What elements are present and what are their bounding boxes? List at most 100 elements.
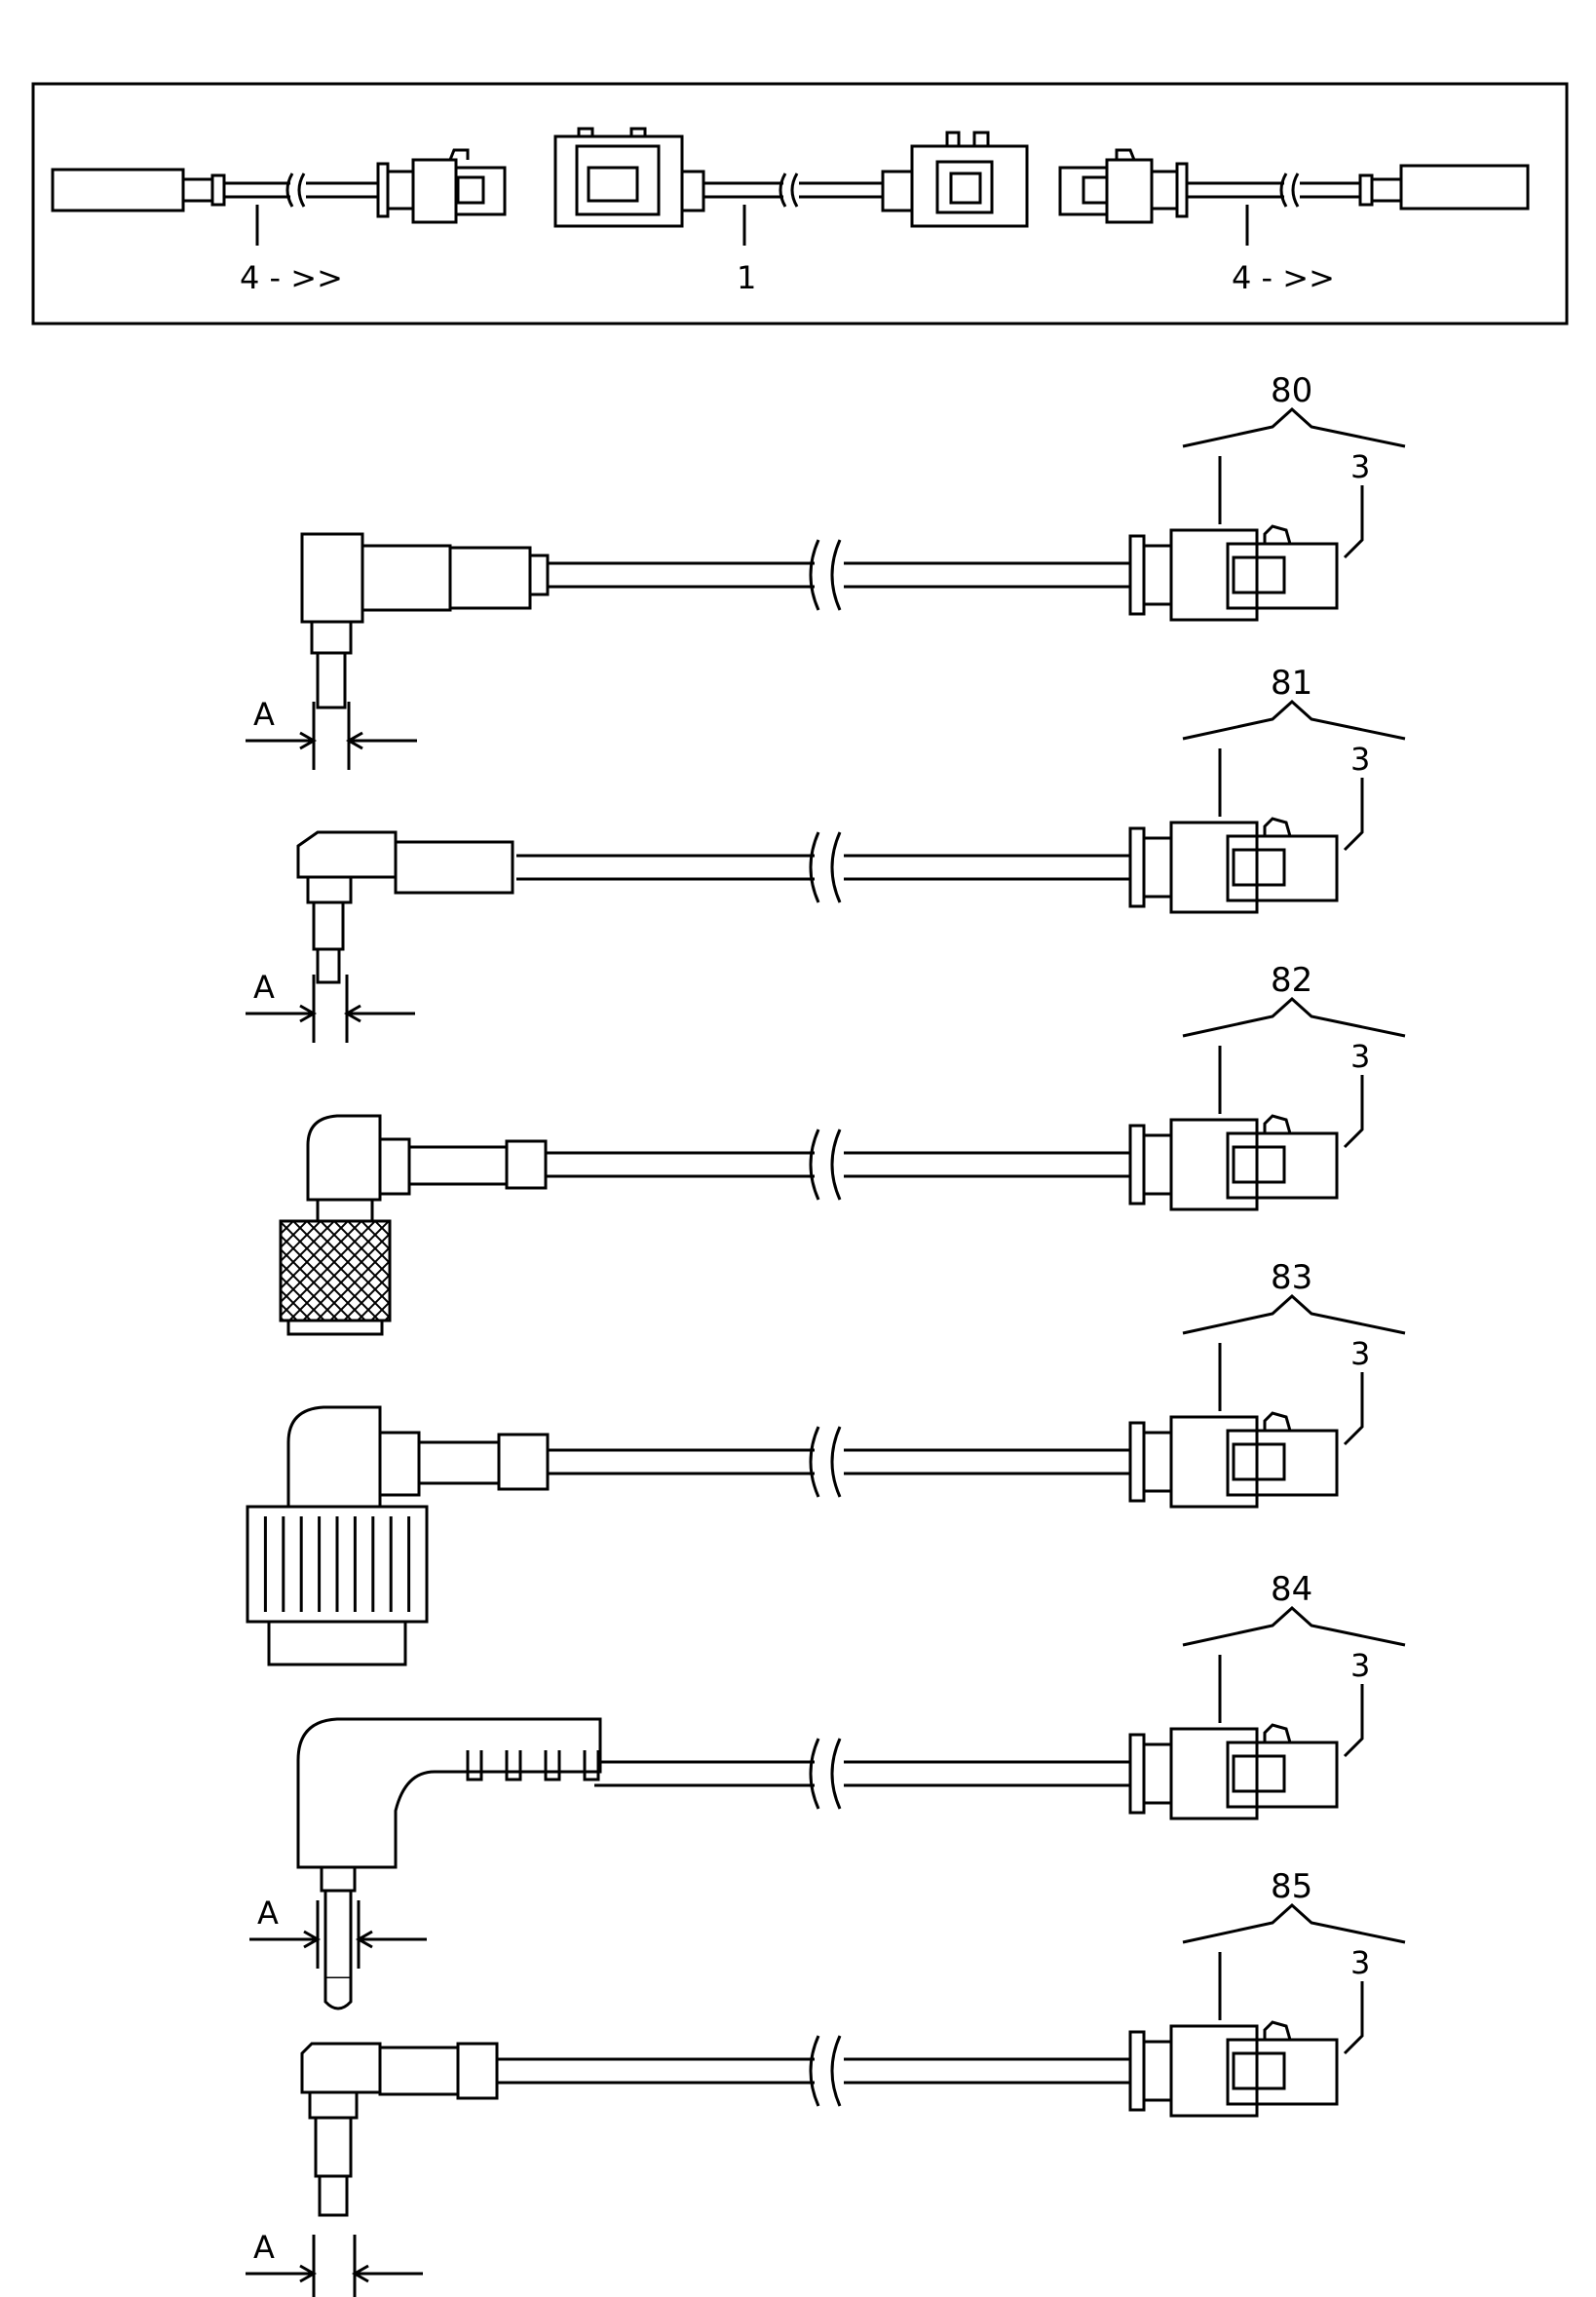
overview-right-cable xyxy=(1058,148,1530,224)
overview-panel xyxy=(31,82,1569,325)
sub-part-label: 3 xyxy=(1350,741,1370,778)
connector-latch xyxy=(1263,2020,1292,2041)
plug-sleeve xyxy=(361,544,452,612)
connector-window xyxy=(1232,848,1286,887)
plug-angle-body xyxy=(300,532,364,624)
overview-label-center: 1 xyxy=(737,259,756,296)
sub-part-label: 3 xyxy=(1350,1335,1370,1372)
plug-ferrule xyxy=(505,1139,548,1190)
cable-assembly-80: 80 3A xyxy=(246,371,1406,770)
connector-collar xyxy=(1142,836,1173,899)
plug-angle-body xyxy=(300,2042,382,2094)
cable-break-symbol xyxy=(809,2035,842,2107)
dimension-arrow xyxy=(246,1004,318,1023)
ribbed-nut-base xyxy=(267,1620,407,1666)
connector-window xyxy=(1232,2051,1286,2090)
dimension-arrow xyxy=(249,1930,322,1949)
plug-pin-tip xyxy=(316,947,341,984)
cable-break-symbol xyxy=(809,1129,842,1201)
connector-flange xyxy=(1128,1733,1146,1815)
cable-break-symbol xyxy=(809,1738,842,1810)
dimension-arrow xyxy=(246,731,318,750)
connector-window xyxy=(1232,1145,1286,1184)
part-number-label: 84 xyxy=(1271,1570,1312,1609)
connector-latch xyxy=(1263,1411,1292,1432)
jack-pin xyxy=(323,1889,353,1980)
plug-collar xyxy=(378,1431,421,1497)
callout-bracket xyxy=(1182,996,1406,1038)
sub-part-label: 3 xyxy=(1350,448,1370,485)
callout-leader-sub xyxy=(1343,778,1364,852)
knurled-nut xyxy=(279,1219,392,1322)
sub-part-label: 3 xyxy=(1350,1038,1370,1075)
plug-ferrule xyxy=(448,546,532,610)
overview-center-cable xyxy=(703,172,883,208)
dimension-arrow xyxy=(355,1930,427,1949)
sub-part-label: 3 xyxy=(1350,1647,1370,1684)
plug-pin xyxy=(312,900,345,951)
plug-neck xyxy=(316,1198,374,1223)
connector-latch xyxy=(1263,817,1292,837)
dimension-arrow xyxy=(246,2264,318,2283)
part-number-label: 80 xyxy=(1271,371,1312,410)
part-number-label: 82 xyxy=(1271,961,1312,1000)
dimension-label: A xyxy=(253,969,275,1006)
jack-strain-relief-slot xyxy=(505,1750,522,1781)
plug-sleeve xyxy=(407,1145,509,1186)
plug-ferrule xyxy=(456,2042,499,2100)
plug-sleeve xyxy=(394,840,514,895)
connector-collar xyxy=(1142,1742,1173,1805)
callout-bracket xyxy=(1182,406,1406,448)
connector-collar xyxy=(1142,2040,1173,2102)
connector-collar xyxy=(1142,544,1173,606)
callout-leader-sub xyxy=(1343,1075,1364,1149)
jack-strain-relief-slot xyxy=(544,1750,561,1781)
callout-leader-sub xyxy=(1343,1372,1364,1446)
plug-pin-collar xyxy=(310,620,353,655)
part-number-label: 85 xyxy=(1271,1867,1312,1906)
dimension-arrow xyxy=(343,1004,415,1023)
cable-assembly-83: 83 3 xyxy=(246,1258,1406,1666)
cable-assembly-82: 82 3 xyxy=(279,961,1406,1336)
cable-break-symbol xyxy=(809,831,842,903)
callout-bracket xyxy=(1182,1293,1406,1335)
connector-window xyxy=(1232,555,1286,594)
plug-angle-body xyxy=(306,1114,382,1202)
dimension-label: A xyxy=(253,2229,275,2266)
plug-pin-collar xyxy=(308,2090,359,2120)
overview-coupler-left xyxy=(553,127,705,228)
overview-frame xyxy=(31,82,1569,325)
dimension-label: A xyxy=(257,1895,279,1932)
plug-pin xyxy=(314,2116,353,2178)
knurled-nut-base xyxy=(286,1319,384,1336)
jack-tip xyxy=(323,1978,353,2010)
connector-latch xyxy=(1263,1723,1292,1743)
connector-collar xyxy=(1142,1431,1173,1493)
callout-bracket xyxy=(1182,699,1406,741)
connector-window xyxy=(1232,1754,1286,1793)
jack-body xyxy=(296,1717,602,1869)
overview-left-cable xyxy=(51,148,507,224)
callout-leader-sub xyxy=(1343,1981,1364,2055)
part-number-label: 81 xyxy=(1271,664,1312,703)
plug-pin-tip xyxy=(318,2174,349,2217)
sub-part-label: 3 xyxy=(1350,1944,1370,1981)
dimension-label: A xyxy=(253,696,275,733)
overview-label-right: 4 - >> xyxy=(1232,259,1335,296)
jack-collar xyxy=(320,1865,357,1893)
plug-ferrule xyxy=(497,1433,550,1491)
connector-window xyxy=(1232,1442,1286,1481)
cable-break-symbol xyxy=(809,539,842,611)
connector-collar xyxy=(1142,1133,1173,1196)
plug-collar xyxy=(378,1137,411,1196)
connector-flange xyxy=(1128,2030,1146,2112)
callout-leader-sub xyxy=(1343,1684,1364,1758)
part-number-label: 83 xyxy=(1271,1258,1312,1297)
plug-sleeve xyxy=(417,1440,501,1485)
overview-label-left: 4 - >> xyxy=(240,259,343,296)
connector-flange xyxy=(1128,1421,1146,1503)
dimension-arrow xyxy=(345,731,417,750)
